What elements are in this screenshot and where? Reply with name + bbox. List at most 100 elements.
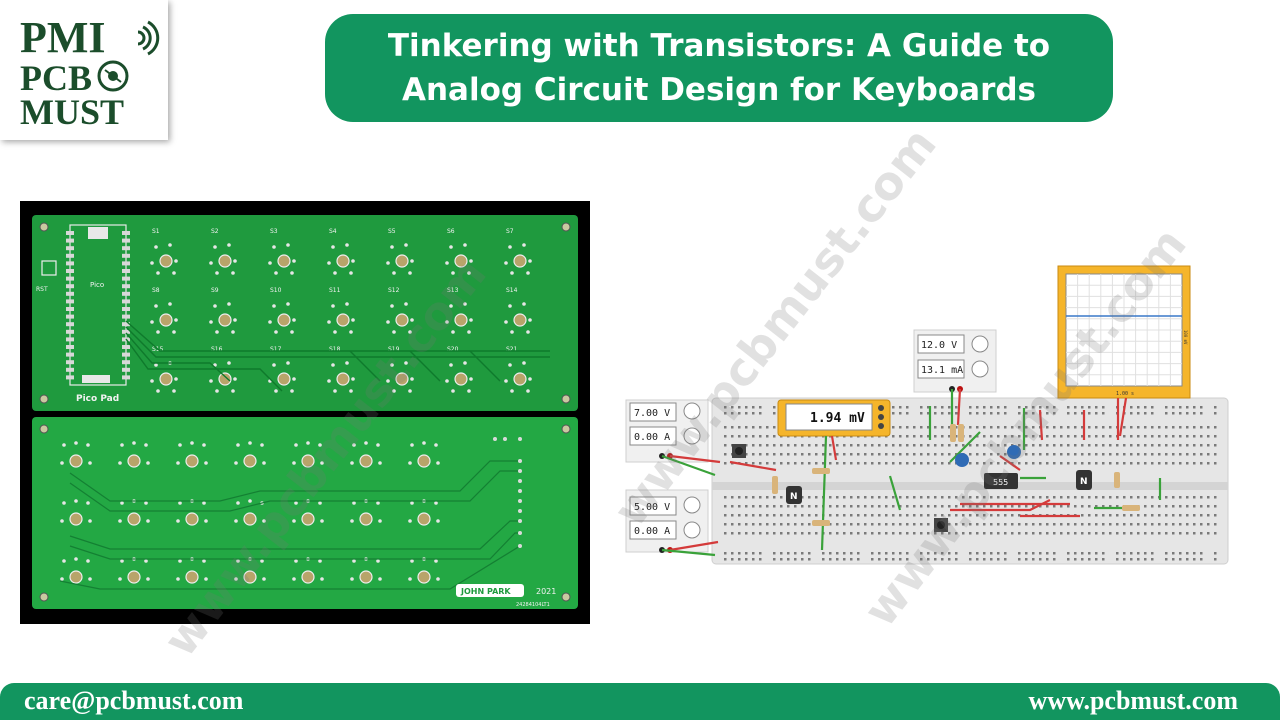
supply3-voltage: 12.0 V xyxy=(921,340,957,351)
switch-footprint-back xyxy=(234,499,266,526)
switch-footprint xyxy=(445,243,473,275)
title-line1: Tinkering with Transistors: A Guide to xyxy=(387,28,1051,64)
switch-label: S16 xyxy=(211,346,223,353)
switch-label: S20 xyxy=(447,346,459,353)
wires xyxy=(661,388,1162,557)
pico-outline xyxy=(69,224,127,386)
switch-footprint xyxy=(209,302,237,334)
logo-line1: PMI xyxy=(20,13,106,62)
footer-email[interactable]: care@pcbmust.com xyxy=(24,686,244,715)
switch-footprint-back xyxy=(234,557,266,584)
switch-footprint-back xyxy=(350,441,382,468)
switch-label: S14 xyxy=(506,287,518,294)
part-code: 24284104LT1 xyxy=(516,602,550,608)
switch-label: S1 xyxy=(152,228,160,235)
switch-footprint-back xyxy=(292,441,324,468)
author-badge-bg xyxy=(456,584,524,597)
board-year: 2021 xyxy=(536,587,556,596)
switch-footprint xyxy=(386,361,414,393)
supply3-current-knob[interactable] xyxy=(971,360,989,378)
switch-footprint-back xyxy=(60,499,92,526)
switch-footprint xyxy=(504,302,532,334)
switch-footprint-back xyxy=(408,557,440,584)
switch-label: S6 xyxy=(447,228,455,235)
switch-label: S13 xyxy=(447,287,459,294)
pico-label: Pico xyxy=(90,281,104,289)
switch-label: S18 xyxy=(329,346,341,353)
switch-label: S2 xyxy=(211,228,219,235)
switch-label: S19 xyxy=(388,346,400,353)
circuit-simulation: 7.00 V 0.00 A 5.00 V 0.00 A 12.0 V 13.1 … xyxy=(600,200,1280,620)
switch-footprint xyxy=(268,243,296,275)
breadboard xyxy=(711,397,1229,565)
timer-chip[interactable] xyxy=(984,473,1018,489)
switch-footprint-back xyxy=(234,441,266,468)
oscilloscope-scale: 100 mV xyxy=(1183,330,1188,345)
switch-footprint xyxy=(504,243,532,275)
supply2-voltage: 5.00 V xyxy=(634,502,670,513)
switch-footprint xyxy=(150,243,178,275)
title-line2: Analog Circuit Design for Keyboards xyxy=(401,72,1037,108)
supply1-voltage-knob[interactable] xyxy=(683,402,701,420)
timer-chip-label: 555 xyxy=(993,478,1008,487)
switch-label: S17 xyxy=(270,346,282,353)
switch-footprint xyxy=(268,302,296,334)
pcb-traces-bottom xyxy=(59,460,521,590)
switch-footprint xyxy=(268,361,296,393)
capacitor-2[interactable] xyxy=(1007,445,1021,459)
switch-footprint xyxy=(327,302,355,334)
transistor-1[interactable] xyxy=(786,486,802,504)
switch-footprint xyxy=(327,361,355,393)
supply3-voltage-knob[interactable] xyxy=(971,335,989,353)
signal-icon xyxy=(137,20,160,56)
supply2-current: 0.00 A xyxy=(634,526,670,537)
title-banner: Tinkering with Transistors: A Guide to A… xyxy=(325,14,1113,122)
transistor1-label: N xyxy=(790,492,798,502)
supply1-voltage: 7.00 V xyxy=(634,408,670,419)
switch-label: S12 xyxy=(388,287,400,294)
supply1-current-knob[interactable] xyxy=(683,427,701,445)
switch-label: S7 xyxy=(506,228,514,235)
circuit-brain-icon xyxy=(97,60,129,92)
switch-label: S21 xyxy=(506,346,518,353)
capacitor-1[interactable] xyxy=(955,453,969,467)
switch-footprint xyxy=(504,361,532,393)
footer-bar xyxy=(0,683,1280,720)
board-name: Pico Pad xyxy=(76,394,119,404)
switch-footprint-back xyxy=(408,499,440,526)
switch-footprint xyxy=(386,302,414,334)
switch-label: S10 xyxy=(270,287,282,294)
pcb-traces-top xyxy=(125,320,550,392)
switch-footprint-back xyxy=(118,557,150,584)
switch-footprint-back xyxy=(292,499,324,526)
switch-label: S8 xyxy=(152,287,160,294)
transistor2-label: N xyxy=(1080,477,1088,487)
switch-footprint-back xyxy=(176,441,208,468)
logo: PMI PCB MUST xyxy=(0,0,168,140)
switch-footprint-back xyxy=(350,557,382,584)
switch-footprint-back xyxy=(118,499,150,526)
switch-footprint-back xyxy=(408,441,440,468)
footer-website[interactable]: www.pcbmust.com xyxy=(1028,686,1238,715)
transistor-2[interactable] xyxy=(1076,470,1092,490)
switch-footprint-back xyxy=(350,499,382,526)
pcb-header-pins xyxy=(493,437,522,548)
supply1-current: 0.00 A xyxy=(634,432,670,443)
rst-label: RST xyxy=(36,286,48,293)
switch-footprint xyxy=(327,243,355,275)
resistors[interactable] xyxy=(772,424,1140,526)
switch-footprint xyxy=(445,302,473,334)
switch-footprint-back xyxy=(176,499,208,526)
switch-label: S3 xyxy=(270,228,278,235)
switch-label: S9 xyxy=(211,287,219,294)
pcb-top-board xyxy=(32,215,578,411)
switch-label: S11 xyxy=(329,287,341,294)
switch-footprint xyxy=(445,361,473,393)
pcb-bottom-board xyxy=(32,417,578,609)
supply3-current: 13.1 mA xyxy=(921,365,963,376)
supply2-voltage-knob[interactable] xyxy=(683,496,701,514)
supply2-current-knob[interactable] xyxy=(683,521,701,539)
switch-footprint xyxy=(386,243,414,275)
